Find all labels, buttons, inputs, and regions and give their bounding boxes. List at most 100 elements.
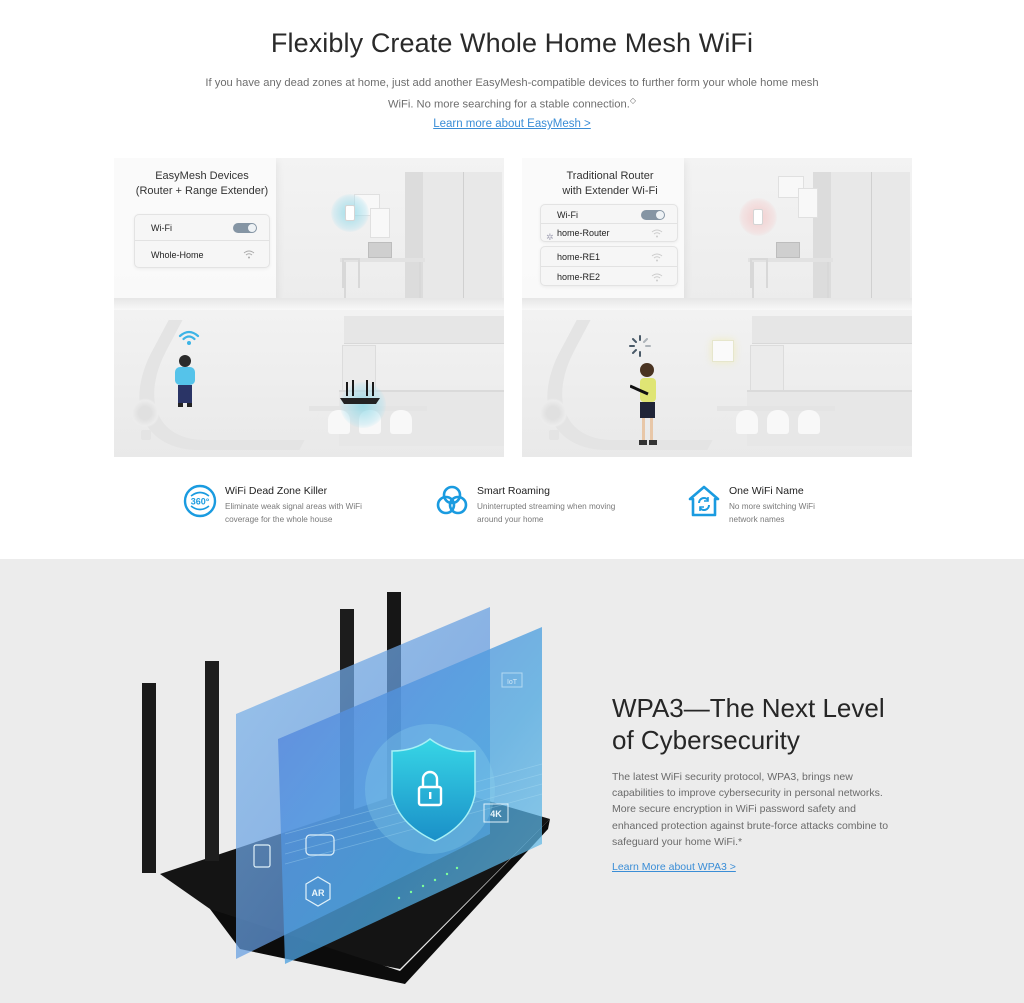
chair xyxy=(750,258,768,288)
plant xyxy=(538,398,568,428)
chair xyxy=(342,258,360,288)
living-room-lower-floor xyxy=(522,310,912,457)
extender-wall-device xyxy=(712,340,734,362)
easymesh-panel: EasyMesh Devices (Router + Range Extende… xyxy=(114,158,276,304)
wifi-signal-icon xyxy=(651,273,663,282)
svg-text:IoT: IoT xyxy=(507,679,518,686)
range-extender-device xyxy=(753,209,763,225)
wpa3-title-line1: WPA3—The Next Level xyxy=(612,693,885,723)
desk xyxy=(748,258,833,262)
desk-leg xyxy=(827,262,829,298)
feature-one-wifi-name: One WiFi Name No more switching WiFi net… xyxy=(687,482,887,532)
network-row[interactable]: Whole-Home xyxy=(135,242,269,268)
feature-description: No more switching WiFi network names xyxy=(729,502,815,524)
floor-divider xyxy=(522,298,912,310)
living-room-lower-floor xyxy=(114,310,504,457)
bedroom-upper-floor: EasyMesh Devices (Router + Range Extende… xyxy=(114,158,504,306)
desk xyxy=(340,258,425,262)
feature-description: Uninterrupted streaming when moving arou… xyxy=(477,502,616,524)
boy-figure xyxy=(175,355,195,407)
laptop xyxy=(368,242,392,258)
easymesh-scene-image: EasyMesh Devices (Router + Range Extende… xyxy=(114,158,504,457)
panel-title-line2: (Router + Range Extender) xyxy=(135,185,269,197)
wall-frame xyxy=(798,188,818,218)
extender-network-card: home-RE1 home-RE2 xyxy=(540,246,678,286)
panel-title: Traditional Router with Extender Wi-Fi xyxy=(522,169,698,199)
desk-leg xyxy=(752,262,754,298)
desk-leg xyxy=(344,262,346,298)
mesh-description-text: If you have any dead zones at home, just… xyxy=(205,77,819,111)
feature-description: Eliminate weak signal areas with WiFi co… xyxy=(225,502,362,524)
feature-smart-roaming: Smart Roaming Uninterrupted streaming wh… xyxy=(435,482,655,532)
home-sync-icon xyxy=(688,485,720,517)
range-extender-device xyxy=(345,205,355,221)
wifi-toggle-row: Wi-Fi xyxy=(135,215,269,241)
dining-chair xyxy=(736,410,758,434)
kitchen-cabinets xyxy=(344,316,504,344)
bedroom-upper-floor: Traditional Router with Extender Wi-Fi W… xyxy=(522,158,912,306)
feature-dead-zone-killer: 360° WiFi Dead Zone Killer Eliminate wea… xyxy=(183,482,403,532)
wpa3-title-line2: of Cybersecurity xyxy=(612,725,800,755)
wardrobe xyxy=(405,172,502,298)
360-degree-signal-icon: 360° xyxy=(183,484,217,518)
traditional-scene-image: Traditional Router with Extender Wi-Fi W… xyxy=(522,158,912,457)
feature-title: WiFi Dead Zone Killer xyxy=(225,485,328,497)
wpa3-title: WPA3—The Next Level of Cybersecurity xyxy=(612,692,932,756)
wifi-label: Wi-Fi xyxy=(151,223,172,233)
network-row-connecting[interactable]: ✲ home-Router xyxy=(541,224,677,243)
plant xyxy=(130,398,160,428)
svg-text:4K: 4K xyxy=(490,809,502,819)
footnote-mark: ◇ xyxy=(629,96,637,105)
wifi-signal-icon xyxy=(651,229,663,238)
mesh-description: If you have any dead zones at home, just… xyxy=(200,74,824,114)
mesh-link-wrap: Learn more about EasyMesh > xyxy=(0,118,1024,130)
laptop xyxy=(776,242,800,258)
wifi-signal-icon xyxy=(243,250,255,259)
wifi-toggle[interactable] xyxy=(641,210,665,220)
network-name: home-RE1 xyxy=(557,252,601,262)
girl-figure xyxy=(630,363,657,445)
desk-leg xyxy=(419,262,421,298)
svg-text:AR: AR xyxy=(312,888,325,898)
router-device xyxy=(340,380,380,404)
plant-pot xyxy=(141,430,151,440)
mesh-section: Flexibly Create Whole Home Mesh WiFi If … xyxy=(0,28,1024,532)
wpa3-link-wrap: Learn More about WPA3 > xyxy=(612,861,736,873)
floor-divider xyxy=(114,298,504,310)
wifi-strong-icon xyxy=(178,330,200,345)
network-name: home-RE2 xyxy=(557,272,601,282)
feature-title: Smart Roaming xyxy=(477,485,550,497)
network-row[interactable]: home-RE2 xyxy=(541,267,677,287)
loading-spinner-icon xyxy=(629,335,651,357)
dining-chair xyxy=(767,410,789,434)
kitchen-cabinets xyxy=(752,316,912,344)
feature-title: One WiFi Name xyxy=(729,485,804,497)
panel-title-line1: Traditional Router xyxy=(566,170,654,182)
svg-text:360°: 360° xyxy=(191,497,210,507)
wifi-toggle-row: Wi-Fi xyxy=(541,205,677,224)
wall-frame xyxy=(778,176,804,198)
wall-frame xyxy=(370,208,390,238)
wpa3-description: The latest WiFi security protocol, WPA3,… xyxy=(612,771,889,848)
plant-pot xyxy=(549,430,559,440)
panel-title: EasyMesh Devices (Router + Range Extende… xyxy=(114,169,290,199)
wifi-label: Wi-Fi xyxy=(557,210,578,220)
wifi-toggle[interactable] xyxy=(233,223,257,233)
smart-roaming-icon xyxy=(436,485,468,515)
panel-title-line1: EasyMesh Devices xyxy=(155,170,249,182)
panel-title-line2: with Extender Wi-Fi xyxy=(562,185,658,197)
wifi-settings-card: Wi-Fi ✲ home-Router xyxy=(540,204,678,242)
network-row[interactable]: home-RE1 xyxy=(541,247,677,267)
wifi-settings-card: Wi-Fi Whole-Home xyxy=(134,214,270,268)
router-wpa3-illustration: IoT 4K AR xyxy=(142,592,550,984)
learn-more-wpa3-link[interactable]: Learn More about WPA3 > xyxy=(612,861,736,873)
network-name: home-Router xyxy=(557,228,610,238)
wifi-signal-icon xyxy=(651,253,663,262)
dining-table xyxy=(717,406,835,411)
mesh-title: Flexibly Create Whole Home Mesh WiFi xyxy=(270,28,754,58)
network-name: Whole-Home xyxy=(151,250,204,260)
learn-more-easymesh-link[interactable]: Learn more about EasyMesh > xyxy=(433,118,591,130)
wpa3-section: IoT 4K AR WPA3—The Next Level of Cyberse… xyxy=(0,559,1024,1003)
dining-chair xyxy=(390,410,412,434)
loading-spinner-icon: ✲ xyxy=(546,232,554,242)
